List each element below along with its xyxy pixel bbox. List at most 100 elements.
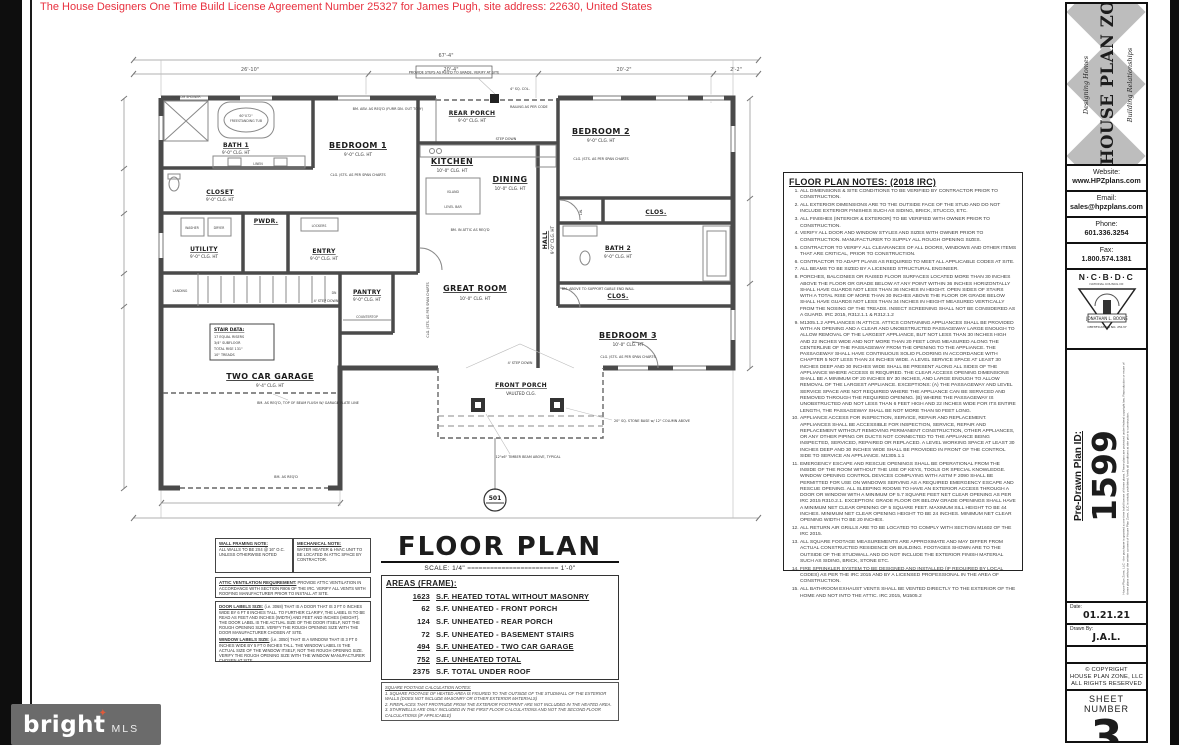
tub-label-2: FREESTANDING TUB	[230, 119, 262, 123]
note-item: CONTRACTOR TO VERIFY ALL CLEARANCES OF A…	[800, 246, 1017, 259]
utility-fixtures	[180, 217, 339, 237]
area-row: 72 S.F. UNHEATED - BASEMENT STAIRS	[421, 629, 575, 639]
svg-text:CLG. JSTS. AS PER SPAN CHARTS: CLG. JSTS. AS PER SPAN CHARTS	[426, 282, 430, 337]
note-item: ALL FINISHES (INTERIOR & EXTERIOR) TO BE…	[800, 217, 1017, 230]
note-item: VERIFY ALL DOOR AND WINDOW STYLES AND SI…	[800, 231, 1017, 244]
note-item: CONTRACTOR TO ADAPT PLANS AS REQUIRED TO…	[800, 260, 1017, 266]
washer-label: WASHER	[185, 226, 200, 230]
note-item: ALL DIMENSIONS & SITE CONDITIONS TO BE V…	[800, 189, 1017, 202]
ann-step-down-3: 4' STEP DOWN	[508, 361, 533, 365]
dim-overall: 67'-4"	[438, 53, 453, 59]
room-bath2: BATH 2	[605, 245, 631, 252]
room-clos-bottom: CLOS.	[607, 293, 628, 300]
ann-gable-bm: BM. ABOVE TO SUPPORT GABLE END WALL	[562, 287, 635, 291]
date-box: Date: 01.21.21	[1067, 603, 1146, 625]
sheet-border-line	[30, 0, 32, 745]
level-bar-label: LEVEL BAR	[444, 205, 462, 209]
wall-framing-note: WALL FRAMING NOTE: ALL WALLS TO BE 2X4 @…	[215, 538, 293, 573]
svg-text:10'-0" CLG. HT: 10'-0" CLG. HT	[437, 168, 468, 173]
room-lin: LIN.	[579, 209, 583, 215]
ann-step-down-2: 4' STEP DOWN	[314, 299, 339, 303]
svg-text:CLG. JSTS. AS PER SPAN CHARTS: CLG. JSTS. AS PER SPAN CHARTS	[330, 173, 385, 177]
floor-plan-drawing: 67'-4" 26'-10" 20'-4" 20'-2" 2'-2"	[120, 53, 762, 522]
plan-annotations: PROVIDE STEPS AS REQ'D TO GRADE, VERIFY …	[257, 65, 690, 479]
svg-text:TOTAL RISE 131": TOTAL RISE 131"	[213, 347, 243, 351]
svg-text:JONATHAN L. BOONE: JONATHAN L. BOONE	[1085, 316, 1128, 321]
ann-timber-beam: 12"x6" TIMBER BEAM ABOVE, TYPICAL	[496, 455, 561, 459]
left-black-margin	[0, 0, 22, 745]
svg-text:9'-0" CLG. HT: 9'-0" CLG. HT	[458, 118, 487, 123]
note-item: ALL BEAMS TO BE SIZED BY A LICENSED STRU…	[800, 267, 1017, 273]
svg-text:10'-0" CLG. HT: 10'-0" CLG. HT	[495, 186, 526, 191]
island-label: ISLAND	[447, 190, 459, 194]
bright-logo-text: bright ✦	[23, 707, 108, 738]
svg-text:CERTIFICATION NO. 25137: CERTIFICATION NO. 25137	[1087, 325, 1126, 329]
sheet-number-box: SHEET NUMBER 3	[1067, 691, 1146, 741]
room-pwdr: PWDR.	[254, 218, 279, 225]
plan-id-disclaimer: House Plan Zone, LLC - the purchaser is …	[1121, 362, 1130, 595]
drawn-by-box: Drawn By: J.A.L.	[1067, 625, 1146, 647]
svg-text:STAIR DATA:: STAIR DATA:	[214, 327, 245, 333]
room-labels: BATH 1 9'-0" CLG. HT BEDROOM 1 9'-0" CLG…	[190, 110, 666, 396]
attic-ventilation-note: ATTIC VENTILATION REQUIREMENT: PROVIDE A…	[215, 577, 371, 598]
note-item: FIRE SPRINKLER SYSTEM TO BE DESIGNED AND…	[800, 567, 1017, 586]
area-row: 62 S.F. UNHEATED - FRONT PORCH	[421, 604, 558, 614]
room-pantry: PANTRY	[353, 289, 381, 296]
dryer-label: DRYER	[214, 226, 225, 230]
bright-mls-watermark: bright ✦ MLS	[11, 704, 161, 745]
website-box: Website: www.HPZplans.com	[1067, 166, 1146, 192]
room-rear-porch: REAR PORCH	[449, 110, 496, 117]
ncbdc-letters: N·C·B·D·C	[1078, 272, 1135, 282]
svg-text:CLG. JSTS. AS PER SPAN CHARTS: CLG. JSTS. AS PER SPAN CHARTS	[573, 157, 628, 161]
ann-bm-abv: BM. ABV. AS REQ'D (FURR DN. OUT TO 9')	[353, 107, 424, 111]
note-item: PORCHES, BALCONIES OR RAISED FLOOR SURFA…	[800, 275, 1017, 319]
svg-text:17 EQUAL RISERS: 17 EQUAL RISERS	[214, 335, 244, 339]
bath1-fixtures	[163, 100, 306, 192]
dimension-lines: 67'-4" 26'-10" 20'-4" 20'-2" 2'-2"	[120, 53, 762, 522]
svg-text:10'-0" CLG. HT: 10'-0" CLG. HT	[613, 342, 644, 347]
license-banner: The House Designers One Time Build Licen…	[40, 1, 653, 13]
empty-box	[1067, 647, 1146, 664]
notes-title: FLOOR PLAN NOTES: (2018 IRC)	[789, 177, 937, 187]
rear-porch-rail	[435, 94, 558, 143]
sqft-calc-notes: SQUARE FOOTAGE CALCULATION NOTES: 1. SQU…	[381, 682, 619, 722]
ann-bm-reqd: BM. AS REQ'D	[274, 475, 298, 479]
svg-text:10'-0" CLG. HT: 10'-0" CLG. HT	[460, 296, 491, 301]
svg-text:9'-0" CLG. HT: 9'-0" CLG. HT	[310, 256, 339, 261]
area-row: 494 S.F. UNHEATED - TWO CAR GARAGE	[417, 642, 574, 652]
kitchen-fixtures	[419, 144, 557, 215]
note-item: M1305.1.2 APPLIANCES IN ATTICS. ATTICS C…	[800, 321, 1017, 415]
area-row: 1623 S.F. HEATED TOTAL WITHOUT MASONRY	[412, 591, 590, 601]
svg-text:9'-0" CLG. HT: 9'-0" CLG. HT	[550, 226, 555, 255]
room-garage: TWO CAR GARAGE	[226, 372, 314, 381]
svg-text:9'-0" CLG. HT: 9'-0" CLG. HT	[206, 197, 235, 202]
room-entry: ENTRY	[312, 248, 336, 255]
area-row: 752 S.F. UNHEATED TOTAL	[417, 654, 522, 664]
title-block: Designing Homes HOUSE PLAN ZONE Building…	[1065, 2, 1148, 743]
ann-stone-base: 20" SQ. STONE BASE w/ 12" COLUMN ABOVE	[614, 419, 690, 423]
svg-text:9'-0" CLG. HT: 9'-0" CLG. HT	[222, 150, 251, 155]
note-item: ALL RETURN AIR GRILLS ARE TO BE LOCATED …	[800, 526, 1017, 539]
svg-text:3/4" SUBFLOOR: 3/4" SUBFLOOR	[214, 341, 241, 345]
svg-text:9'-0" CLG. HT: 9'-0" CLG. HT	[587, 138, 616, 143]
room-utility: UTILITY	[190, 246, 218, 253]
svg-text:9'-0" CLG. HT: 9'-0" CLG. HT	[190, 254, 219, 259]
floor-plan-title-block: FLOOR PLAN SCALE: 1/4" =================…	[381, 533, 619, 722]
room-closet: CLOSET	[206, 189, 234, 196]
linen-label: LINEN	[253, 162, 263, 166]
room-dining: DINING	[493, 175, 528, 184]
room-kitchen: KITCHEN	[431, 157, 473, 166]
dim-seg-4: 2'-2"	[730, 67, 742, 73]
brand-tagline-left: Designing Homes	[1082, 55, 1090, 115]
star-icon: ✦	[98, 707, 108, 719]
room-clos-top: CLOS.	[645, 209, 666, 216]
area-row: 124 S.F. UNHEATED - REAR PORCH	[417, 617, 553, 627]
note-item: ALL SQUARE FOOTAGE MEASUREMENTS ARE APPR…	[800, 540, 1017, 565]
ncbdc-certification-box: N·C·B·D·C NATIONAL COUNCIL OF JONATHAN L…	[1067, 270, 1146, 350]
sheet-number-label: SHEET NUMBER	[1083, 694, 1129, 714]
ncbdc-subtitle: NATIONAL COUNCIL OF	[1089, 282, 1124, 286]
brand-tagline-right: Building Relationships	[1126, 47, 1134, 123]
room-bedroom2: BEDROOM 2	[572, 127, 630, 136]
bath2-fixtures	[562, 225, 731, 282]
